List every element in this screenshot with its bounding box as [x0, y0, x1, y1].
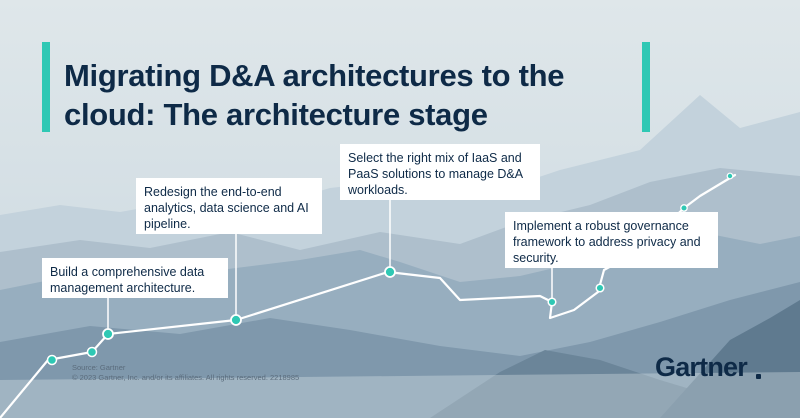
mist-band: [0, 372, 800, 418]
milestone-dot-1: [102, 328, 114, 340]
milestone-callout-3: Select the right mix of IaaS and PaaS so…: [340, 144, 540, 200]
mountain-peak-right: [660, 300, 800, 418]
title-accent-bar-left: [42, 42, 50, 132]
milestone-callout-1: Build a comprehensive data management ar…: [42, 258, 228, 298]
milestone-callout-2: Redesign the end-to-end analytics, data …: [136, 178, 322, 234]
path-dot: [595, 283, 605, 293]
title-accent-bar-right: [642, 42, 650, 132]
path-dot: [726, 172, 734, 180]
milestone-dot-4: [547, 297, 557, 307]
gartner-logo: Gartner: [655, 350, 765, 384]
milestone-dot-3: [384, 266, 396, 278]
path-dot: [86, 346, 98, 358]
path-dot: [46, 354, 58, 366]
logo-wordmark: Gartner: [655, 352, 748, 382]
copyright-note: © 2023 Gartner, Inc. and/or its affiliat…: [72, 373, 300, 382]
milestone-callout-4: Implement a robust governance framework …: [505, 212, 718, 268]
source-note: Source: Gartner: [72, 363, 126, 372]
logo-dot: [756, 374, 761, 379]
milestone-dot-2: [230, 314, 242, 326]
page-title: Migrating D&A architectures to the cloud…: [64, 58, 565, 132]
path-dot: [680, 204, 688, 212]
